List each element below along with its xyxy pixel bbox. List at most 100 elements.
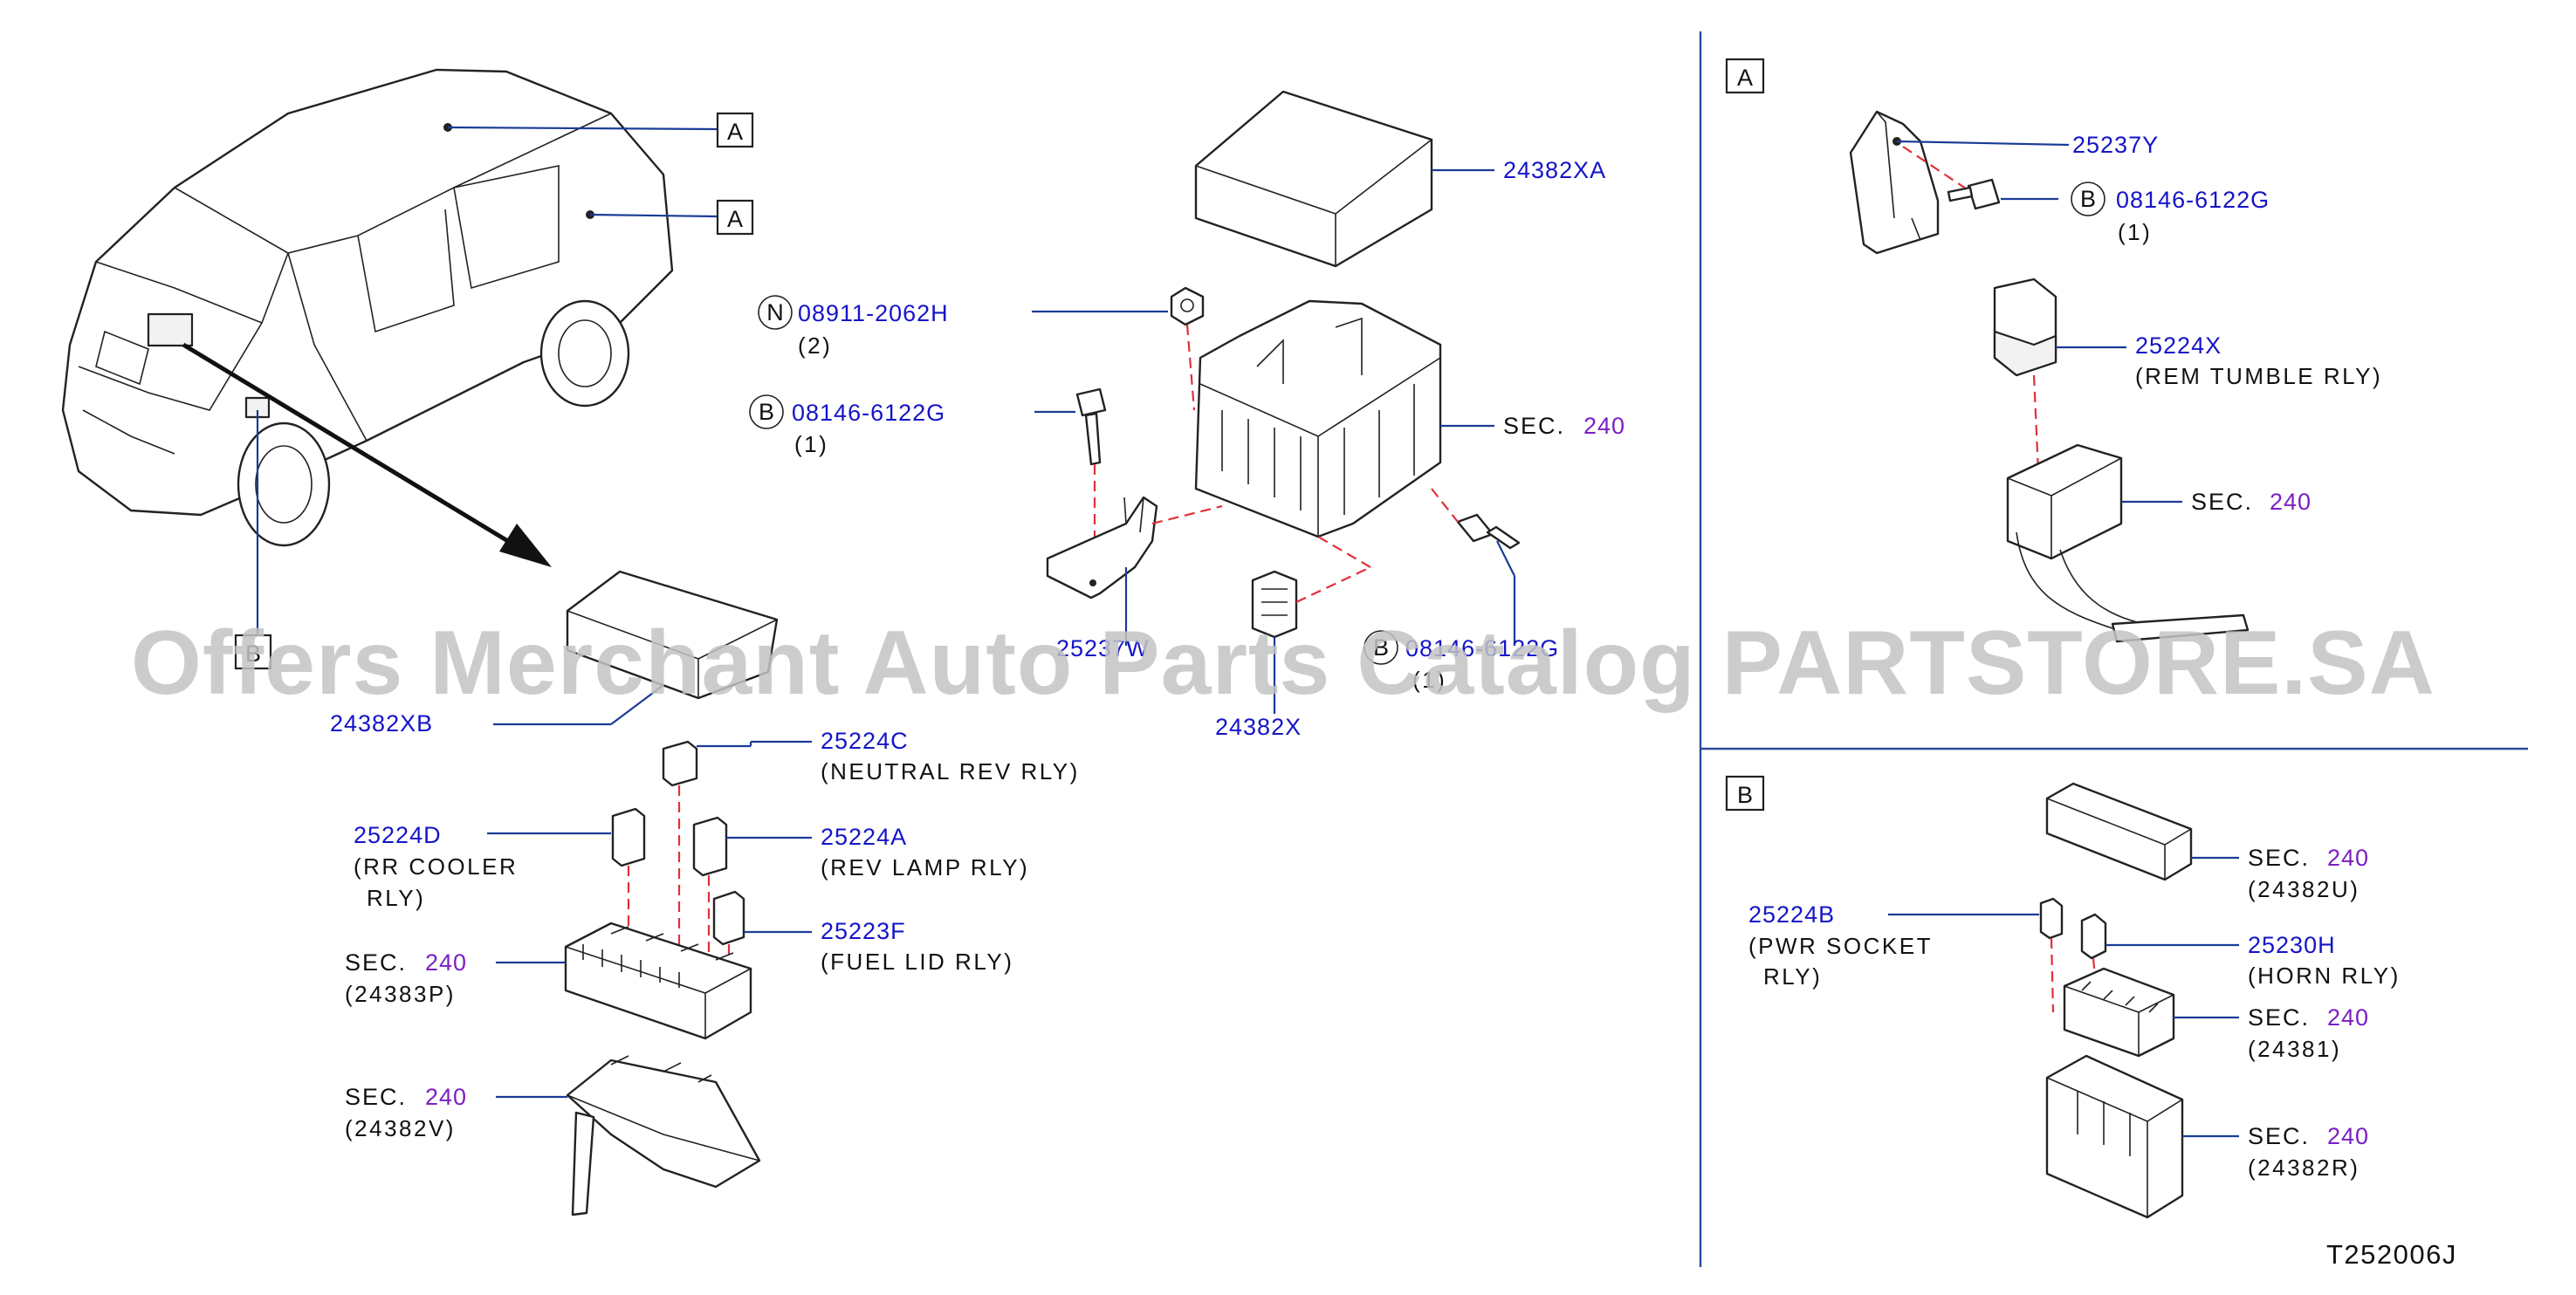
assembly-line	[1902, 146, 1969, 191]
part-number-bolt-2: 08146-6122G	[1405, 635, 1559, 661]
relay-name-25224B-line1: (PWR SOCKET	[1748, 933, 1933, 959]
relay-25230H	[2080, 913, 2107, 960]
bolt-1	[1075, 387, 1107, 466]
sec-reference-24381: SEC.	[2248, 1004, 2310, 1031]
nut	[1170, 286, 1205, 326]
part-number-nut: 08911-2062H	[798, 300, 949, 326]
nut-circle	[758, 295, 793, 330]
relay-name-25224D-line2: RLY)	[367, 885, 425, 911]
relay-25224C	[662, 740, 698, 787]
view-b-label: B	[245, 641, 261, 667]
relay-name-25223F: (FUEL LID RLY)	[821, 949, 1013, 975]
leader-line	[1896, 140, 2070, 147]
part-number-25223F: 25223F	[821, 918, 906, 944]
leader-line	[1496, 540, 1515, 577]
sec-number-24382V: 240	[425, 1084, 467, 1110]
fuse-box-housing	[1194, 299, 1442, 538]
assembly-line	[2092, 957, 2097, 978]
relay-bracket-24382V	[566, 1055, 761, 1216]
view-a-label-1: A	[727, 119, 743, 145]
engine-room-relay-box-icon	[147, 312, 194, 347]
relay-25224D	[611, 807, 646, 867]
bolt-1-circle-label: B	[759, 399, 774, 425]
relay-block-24381	[2063, 967, 2175, 1058]
assembly-line	[1431, 488, 1459, 523]
sec-reference-main: SEC.	[1503, 413, 1565, 439]
bracket-25237W	[1046, 496, 1158, 600]
part-number-25230H: 25230H	[2248, 932, 2336, 958]
leader-line	[589, 213, 718, 218]
assembly-line	[1295, 566, 1371, 603]
relay-name-25224X: (REM TUMBLE RLY)	[2135, 363, 2382, 389]
sec-ref-24382U: (24382U)	[2248, 876, 2360, 902]
callout-arrow	[182, 342, 517, 548]
bolt-panel-a	[1947, 178, 2001, 210]
bolt-2-circle	[1364, 630, 1398, 665]
relay-name-25224C: (NEUTRAL REV RLY)	[821, 758, 1080, 785]
bolt-1-quantity: (1)	[794, 431, 828, 457]
relay-25224A	[692, 816, 728, 877]
bolt-panel-a-quantity: (1)	[2118, 219, 2152, 245]
sec-number-panel-a: 240	[2270, 489, 2312, 515]
part-number-25224D: 25224D	[354, 822, 442, 848]
callout-arrow-head	[499, 524, 552, 567]
part-number-25224C: 25224C	[821, 728, 909, 754]
bolt-panel-a-circle	[2071, 182, 2105, 216]
part-number-24382X: 24382X	[1215, 714, 1302, 740]
relay-25224B	[2039, 897, 2064, 940]
part-number-25237Y: 25237Y	[2072, 132, 2159, 158]
sec-number-24382U: 240	[2327, 845, 2369, 871]
bolt-2-quantity: (1)	[1412, 667, 1446, 693]
sec-number-24382R: 240	[2327, 1123, 2369, 1149]
sec-number-24383P: 240	[425, 949, 467, 976]
view-b-box	[234, 634, 272, 670]
panel-b-label: B	[1737, 782, 1753, 808]
nut-quantity: (2)	[798, 332, 832, 359]
sec-reference-24383P: SEC.	[345, 949, 407, 976]
sec-ref-24383P: (24383P)	[345, 981, 456, 1007]
part-number-24382XB: 24382XB	[330, 710, 433, 737]
sec-ref-24382R: (24382R)	[2248, 1155, 2360, 1181]
sec-reference-24382V: SEC.	[345, 1084, 407, 1110]
assembly-line	[2032, 374, 2040, 472]
panel-b-box	[1725, 775, 1765, 812]
fuse-cover-24382U	[2045, 782, 2193, 881]
part-number-bracket-25237W: 25237W	[1056, 635, 1150, 661]
view-a-box-1	[716, 112, 754, 148]
assembly-line	[1317, 536, 1371, 568]
relay-25223F	[712, 890, 745, 946]
sec-ref-24382V: (24382V)	[345, 1115, 456, 1141]
bracket-25237Y	[1849, 110, 1940, 255]
relay-holder-24382X	[1251, 570, 1298, 639]
leader-line	[447, 126, 718, 131]
assembly-line	[1151, 504, 1223, 525]
watermark: Offers Merchant Auto Parts Catalog PARTS…	[131, 613, 2435, 714]
sec-reference-24382R: SEC.	[2248, 1123, 2310, 1149]
bolt-1-circle	[749, 394, 784, 429]
bolt-2	[1456, 513, 1521, 550]
diagram-code: T252006J	[2326, 1239, 2457, 1270]
relay-socket-panel-a	[2006, 443, 2250, 643]
part-number-bolt-panel-a: 08146-6122G	[2116, 187, 2270, 213]
part-number-24382XA: 24382XA	[1503, 157, 1606, 183]
assembly-line	[2050, 937, 2055, 1013]
bolt-panel-a-circle-label: B	[2080, 186, 2096, 212]
relay-name-25224B-line2: RLY)	[1763, 963, 1822, 990]
relay-block-24383P	[564, 922, 752, 1040]
part-number-25224A: 25224A	[821, 824, 907, 850]
assembly-line	[1185, 324, 1196, 411]
view-a-box-2	[716, 199, 754, 236]
relay-name-25230H: (HORN RLY)	[2248, 963, 2401, 989]
fuse-box-cover-24382XA	[1194, 90, 1433, 268]
panel-a-label: A	[1737, 65, 1753, 91]
panel-a-box	[1725, 58, 1765, 94]
nut-circle-label: N	[766, 299, 784, 325]
sec-number-24381: 240	[2327, 1004, 2369, 1031]
leader-line	[610, 684, 664, 725]
part-number-bolt-1: 08146-6122G	[792, 400, 945, 426]
view-a-label-2: A	[727, 206, 743, 232]
relay-name-25224D-line1: (RR COOLER	[354, 853, 518, 880]
fuse-box-cover-24382XB	[566, 570, 779, 700]
